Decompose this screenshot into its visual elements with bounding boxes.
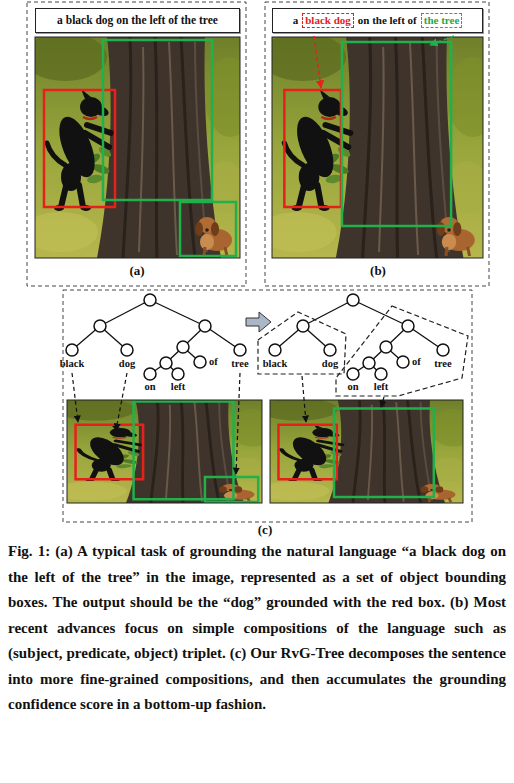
- photo: [258, 398, 477, 503]
- node-text: a: [293, 14, 299, 27]
- leader-arrow: [381, 397, 384, 407]
- parse-tree: [269, 294, 449, 380]
- leader-arrow: [72, 373, 384, 474]
- query-box: a black dog on the left of the tree: [35, 8, 240, 33]
- parse-tree: [66, 294, 246, 380]
- photo-scene: [258, 398, 477, 503]
- photo: [55, 398, 277, 503]
- green-bounding-box: [205, 477, 258, 502]
- word-label: on: [347, 381, 358, 393]
- red-bounding-box: [44, 90, 115, 207]
- red-bounding-box: [278, 425, 336, 480]
- panel-label: (b): [370, 264, 386, 278]
- node-text: black dog: [305, 14, 351, 27]
- query-box: a on the left of black dog the tree: [272, 8, 483, 33]
- word-label: of: [412, 356, 421, 368]
- word-label: black: [263, 358, 288, 370]
- green-bounding-box: [342, 42, 451, 226]
- photo-border: [67, 400, 262, 503]
- word-label: tree: [231, 358, 248, 370]
- phrase-box: black dog: [302, 13, 354, 28]
- leader-arrow: [116, 373, 127, 430]
- leader-arrow: [236, 373, 240, 474]
- word-label: tree: [434, 358, 451, 370]
- node-text: the tree: [424, 14, 460, 27]
- word-label: of: [209, 356, 218, 368]
- node-text: a black dog on the left of the tree: [57, 14, 218, 28]
- node-text: on the left of: [358, 14, 417, 27]
- figure-caption: Fig. 1: (a) A typical task of grounding …: [8, 539, 506, 718]
- leader-arrow: [314, 36, 321, 88]
- word-label: dog: [322, 358, 338, 370]
- green-bounding-box: [334, 408, 434, 497]
- panel-label: (c): [258, 523, 272, 537]
- red-bounding-box: [284, 90, 341, 207]
- photo-scene: [55, 398, 277, 503]
- photo-scene: [22, 33, 255, 258]
- leader-arrow: [302, 376, 306, 422]
- photo-border: [270, 400, 463, 503]
- subtree-group: [336, 306, 468, 396]
- word-label: left: [374, 381, 389, 393]
- photo-border: [272, 37, 483, 258]
- word-label: left: [171, 381, 186, 393]
- green-bounding-box: [180, 202, 236, 256]
- word-label: on: [144, 381, 155, 393]
- photo-border: [35, 37, 240, 258]
- green-bounding-box: [134, 401, 234, 499]
- subtree-group: [258, 312, 346, 374]
- word-label: dog: [119, 358, 135, 370]
- transform-arrow: [246, 312, 271, 332]
- phrase-box: the tree: [421, 13, 463, 28]
- photo: [259, 33, 499, 258]
- green-bounding-box: [103, 40, 212, 200]
- leader-arrow: [430, 36, 454, 45]
- panel-label: (a): [129, 264, 144, 278]
- leader-arrow: [72, 373, 78, 422]
- photo-scene: [259, 33, 499, 258]
- word-label: black: [60, 358, 85, 370]
- photo: [22, 33, 255, 258]
